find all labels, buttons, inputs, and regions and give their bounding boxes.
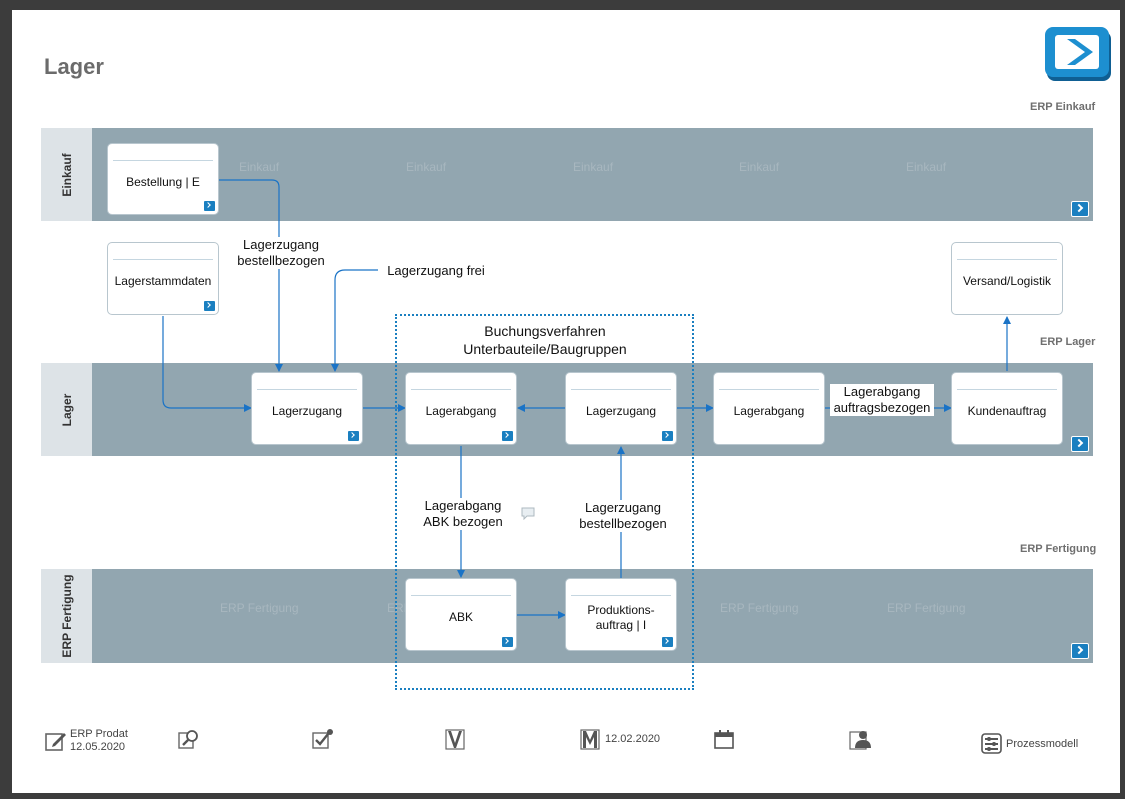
node-lagerstammdaten[interactable]: Lagerstammdaten bbox=[107, 242, 219, 315]
lane-header-lager: Lager bbox=[41, 363, 92, 456]
footer-search[interactable] bbox=[178, 728, 200, 750]
node-label: Lagerzugang bbox=[271, 404, 343, 418]
footer-process-model-text: Prozessmodell bbox=[1006, 737, 1079, 750]
node-label: Versand/Logistik bbox=[962, 274, 1052, 288]
lane-watermark: ERP Fertigung bbox=[720, 601, 799, 615]
node-kundenauftrag[interactable]: Kundenauftrag bbox=[951, 372, 1063, 445]
node-lagerzugang-2[interactable]: Lagerzugang bbox=[565, 372, 677, 445]
lane-watermark: ERP Fertigung bbox=[220, 601, 299, 615]
node-label: Bestellung | E bbox=[126, 174, 200, 189]
footer-author: ERP Prodat 12.05.2020 bbox=[45, 728, 128, 754]
lane-watermark: Einkauf bbox=[906, 160, 947, 174]
footer-owner[interactable] bbox=[849, 728, 871, 750]
node-link-icon[interactable] bbox=[204, 201, 215, 211]
page-title: Lager bbox=[44, 54, 104, 79]
footer-approve[interactable] bbox=[312, 728, 334, 750]
edit-icon[interactable] bbox=[45, 730, 67, 752]
lane-caption-einkauf: ERP Einkauf bbox=[1030, 101, 1096, 113]
node-label: Lagerabgang bbox=[425, 404, 497, 418]
person-icon[interactable] bbox=[849, 728, 871, 750]
node-link-icon[interactable] bbox=[502, 431, 513, 441]
lane-header-einkauf: Einkauf bbox=[41, 128, 92, 221]
comment-icon[interactable] bbox=[521, 507, 535, 520]
lane-watermark: Einkauf bbox=[739, 160, 780, 174]
node-lagerabgang[interactable]: Lagerabgang bbox=[405, 372, 517, 445]
footer-modified-text: 12.02.2020 bbox=[605, 732, 661, 745]
search-icon[interactable] bbox=[178, 728, 200, 750]
node-lagerabgang-2[interactable]: Lagerabgang bbox=[713, 372, 825, 445]
lane-watermark: ERP Fertigung bbox=[887, 601, 966, 615]
connector-frei-lagerzugang bbox=[331, 269, 378, 372]
footer-author-text: ERP Prodat 12.05.2020 bbox=[70, 728, 128, 753]
lane-caption-fertigung: ERP Fertigung bbox=[1020, 543, 1097, 555]
lane-link-icon[interactable] bbox=[1071, 643, 1089, 659]
flow-label-lagerabgang-auftragsbezogen: Lagerabgang auftragsbezogen bbox=[830, 384, 934, 416]
erp-logo-icon bbox=[1045, 27, 1111, 81]
node-link-icon[interactable] bbox=[662, 637, 673, 647]
node-label: Kundenauftrag bbox=[967, 404, 1047, 418]
node-label: Lagerstammdaten bbox=[114, 274, 212, 288]
lane-watermark: Einkauf bbox=[239, 160, 280, 174]
footer-process-model[interactable]: Prozessmodell bbox=[981, 733, 1078, 755]
footer-calendar[interactable] bbox=[714, 728, 736, 750]
node-label: Produktions- auftrag | I bbox=[587, 602, 655, 632]
node-link-icon[interactable] bbox=[204, 301, 215, 311]
flow-label-lagerzugang-frei: Lagerzugang frei bbox=[387, 263, 485, 278]
version-icon[interactable] bbox=[445, 728, 467, 750]
flow-label-lagerzugang-bestellbezogen: Lagerzugang bestellbezogen bbox=[224, 237, 338, 269]
lane-watermark: Einkauf bbox=[406, 160, 447, 174]
lane-caption-lager: ERP Lager bbox=[1040, 336, 1096, 348]
flow-label-lagerabgang-abk: Lagerabgang ABK bezogen bbox=[414, 498, 512, 530]
connector-bestellung-lagerzugang bbox=[219, 179, 283, 372]
node-link-icon[interactable] bbox=[662, 431, 673, 441]
node-lagerzugang[interactable]: Lagerzugang bbox=[251, 372, 363, 445]
connector-stammdaten-lagerzugang bbox=[162, 316, 252, 412]
calendar-icon[interactable] bbox=[714, 728, 736, 750]
footer-modified: 12.02.2020 bbox=[580, 728, 660, 750]
node-label: ABK bbox=[448, 610, 473, 624]
node-abk[interactable]: ABK bbox=[405, 578, 517, 651]
node-link-icon[interactable] bbox=[348, 431, 359, 441]
footer-version[interactable] bbox=[445, 728, 467, 750]
node-versand[interactable]: Versand/Logistik bbox=[951, 242, 1063, 315]
node-label: Lagerabgang bbox=[733, 404, 805, 418]
node-label: Lagerzugang bbox=[585, 404, 657, 418]
lane-link-icon[interactable] bbox=[1071, 201, 1089, 217]
group-buchungsverfahren bbox=[395, 314, 694, 690]
modified-icon[interactable] bbox=[580, 728, 602, 750]
approve-icon[interactable] bbox=[312, 728, 334, 750]
lane-link-icon[interactable] bbox=[1071, 436, 1089, 452]
group-title-buchungsverfahren: Buchungsverfahren Unterbauteile/Baugrupp… bbox=[463, 323, 627, 357]
node-produktionsauftrag[interactable]: Produktions- auftrag | I bbox=[565, 578, 677, 651]
node-link-icon[interactable] bbox=[502, 637, 513, 647]
lane-header-fertigung: ERP Fertigung bbox=[41, 569, 92, 663]
flow-label-lagerzugang-bestellbezogen-2: Lagerzugang bestellbezogen bbox=[570, 500, 676, 532]
lane-watermark: Einkauf bbox=[573, 160, 614, 174]
process-model-icon[interactable] bbox=[981, 733, 1003, 755]
node-bestellung[interactable]: Bestellung | E bbox=[107, 143, 219, 215]
